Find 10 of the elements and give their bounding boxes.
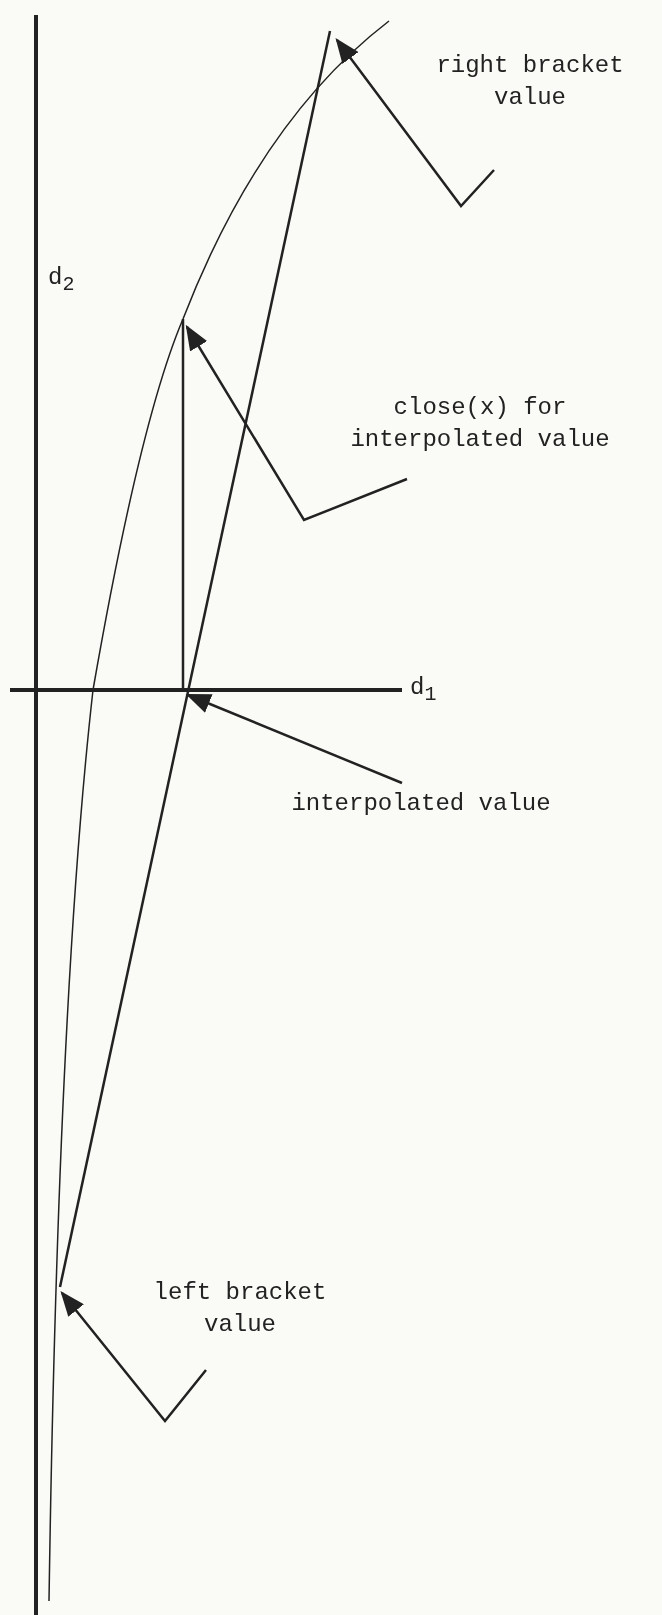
axis-label: d$_{1}$ <box>410 673 437 708</box>
axis-label: d$_{2}$ <box>48 263 75 298</box>
leader-line <box>185 324 408 522</box>
callout-label: close(x) for interpolated value <box>300 392 660 456</box>
callout-label: left bracket value <box>120 1277 360 1341</box>
callout-label: right bracket value <box>430 50 630 114</box>
leader-line <box>185 693 403 785</box>
callout-label: interpolated value <box>236 788 606 820</box>
leader-line <box>60 1291 207 1423</box>
leader-line <box>335 38 495 208</box>
